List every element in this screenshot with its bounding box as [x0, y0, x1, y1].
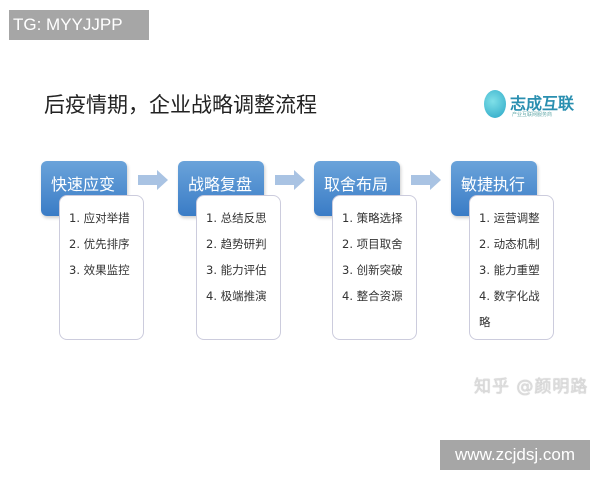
step-item: 2. 动态机制 — [479, 237, 540, 251]
step-item: 4. 整合资源 — [342, 289, 403, 303]
company-logo: 志成互联 产业互联网服务商 — [484, 90, 589, 120]
arrow-right-icon — [411, 170, 441, 190]
step-item: 4. 数字化战略 — [479, 289, 540, 329]
arrow-right-icon — [275, 170, 305, 190]
zhihu-watermark: 知乎 @颜明路 — [474, 377, 589, 397]
step-detail-box: 1. 运营调整 2. 动态机制 3. 能力重塑 4. 数字化战略 — [469, 195, 554, 340]
diagram-title: 后疫情期，企业战略调整流程 — [44, 93, 317, 117]
step-detail-box: 1. 策略选择 2. 项目取舍 3. 创新突破 4. 整合资源 — [332, 195, 417, 340]
site-watermark: www.zcjdsj.com — [440, 440, 590, 470]
step-detail-box: 1. 应对举措 2. 优先排序 3. 效果监控 — [59, 195, 144, 340]
step-item: 3. 能力重塑 — [479, 263, 540, 277]
step-item: 2. 优先排序 — [69, 237, 130, 251]
step-item: 3. 创新突破 — [342, 263, 403, 277]
logo-subtitle: 产业互联网服务商 — [512, 112, 553, 118]
logo-name: 志成互联 — [510, 94, 575, 113]
globe-icon — [484, 90, 506, 118]
step-item: 2. 项目取舍 — [342, 237, 403, 251]
arrow-right-icon — [138, 170, 168, 190]
step-item: 1. 总结反思 — [206, 211, 267, 225]
step-item: 2. 趋势研判 — [206, 237, 267, 251]
step-item: 4. 极端推演 — [206, 289, 267, 303]
step-detail-box: 1. 总结反思 2. 趋势研判 3. 能力评估 4. 极端推演 — [196, 195, 281, 340]
step-item: 1. 运营调整 — [479, 211, 540, 225]
watermark-tag: TG: MYYJJPP — [9, 10, 149, 40]
step-item: 3. 能力评估 — [206, 263, 267, 277]
step-item: 1. 策略选择 — [342, 211, 403, 225]
step-item: 3. 效果监控 — [69, 263, 130, 277]
step-item: 1. 应对举措 — [69, 211, 130, 225]
